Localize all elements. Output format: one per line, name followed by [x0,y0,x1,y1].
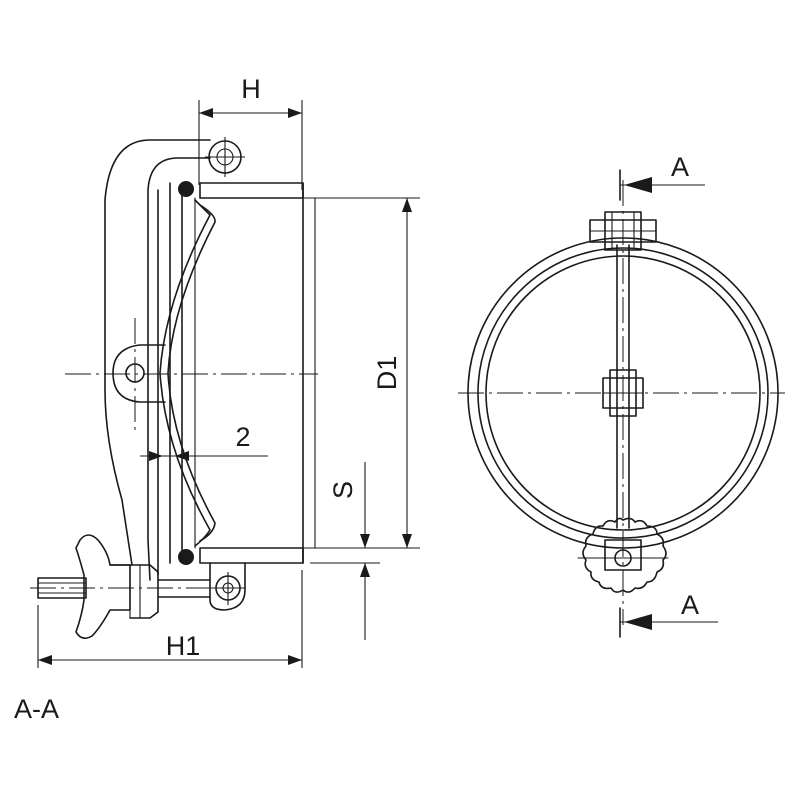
label-d1: D1 [372,356,402,391]
top-hinge [205,137,245,177]
label-section-top: A [671,152,689,182]
section-view: H [14,74,420,724]
dimension-h: H [198,74,303,190]
dimension-h1: H1 [37,570,303,668]
section-arrow-top: A [619,152,705,201]
section-arrow-bottom: A [619,590,718,638]
lid-flange [169,181,196,565]
front-handwheel[interactable] [577,517,669,593]
section-title: A-A [14,694,59,724]
gasket-bottom [178,549,194,565]
clamp-handwheel[interactable] [30,534,230,640]
label-s: S [328,481,358,499]
bottom-hinge [209,562,246,611]
dimension-gap: 2 [140,422,268,461]
gasket-top [178,181,194,197]
label-gap: 2 [235,422,250,452]
dimension-d1: D1 [303,197,420,549]
inner-ring [485,255,761,531]
front-top-hinge [589,211,657,251]
front-center-boss [602,369,644,417]
front-view: A A [458,152,785,638]
yoke-arm [104,139,211,581]
dimension-s: S [310,462,380,640]
label-section-bottom: A [681,590,699,620]
shell-wall [199,182,316,564]
dished-lid [159,199,216,547]
label-h: H [241,74,261,104]
label-h1: H1 [166,631,201,661]
